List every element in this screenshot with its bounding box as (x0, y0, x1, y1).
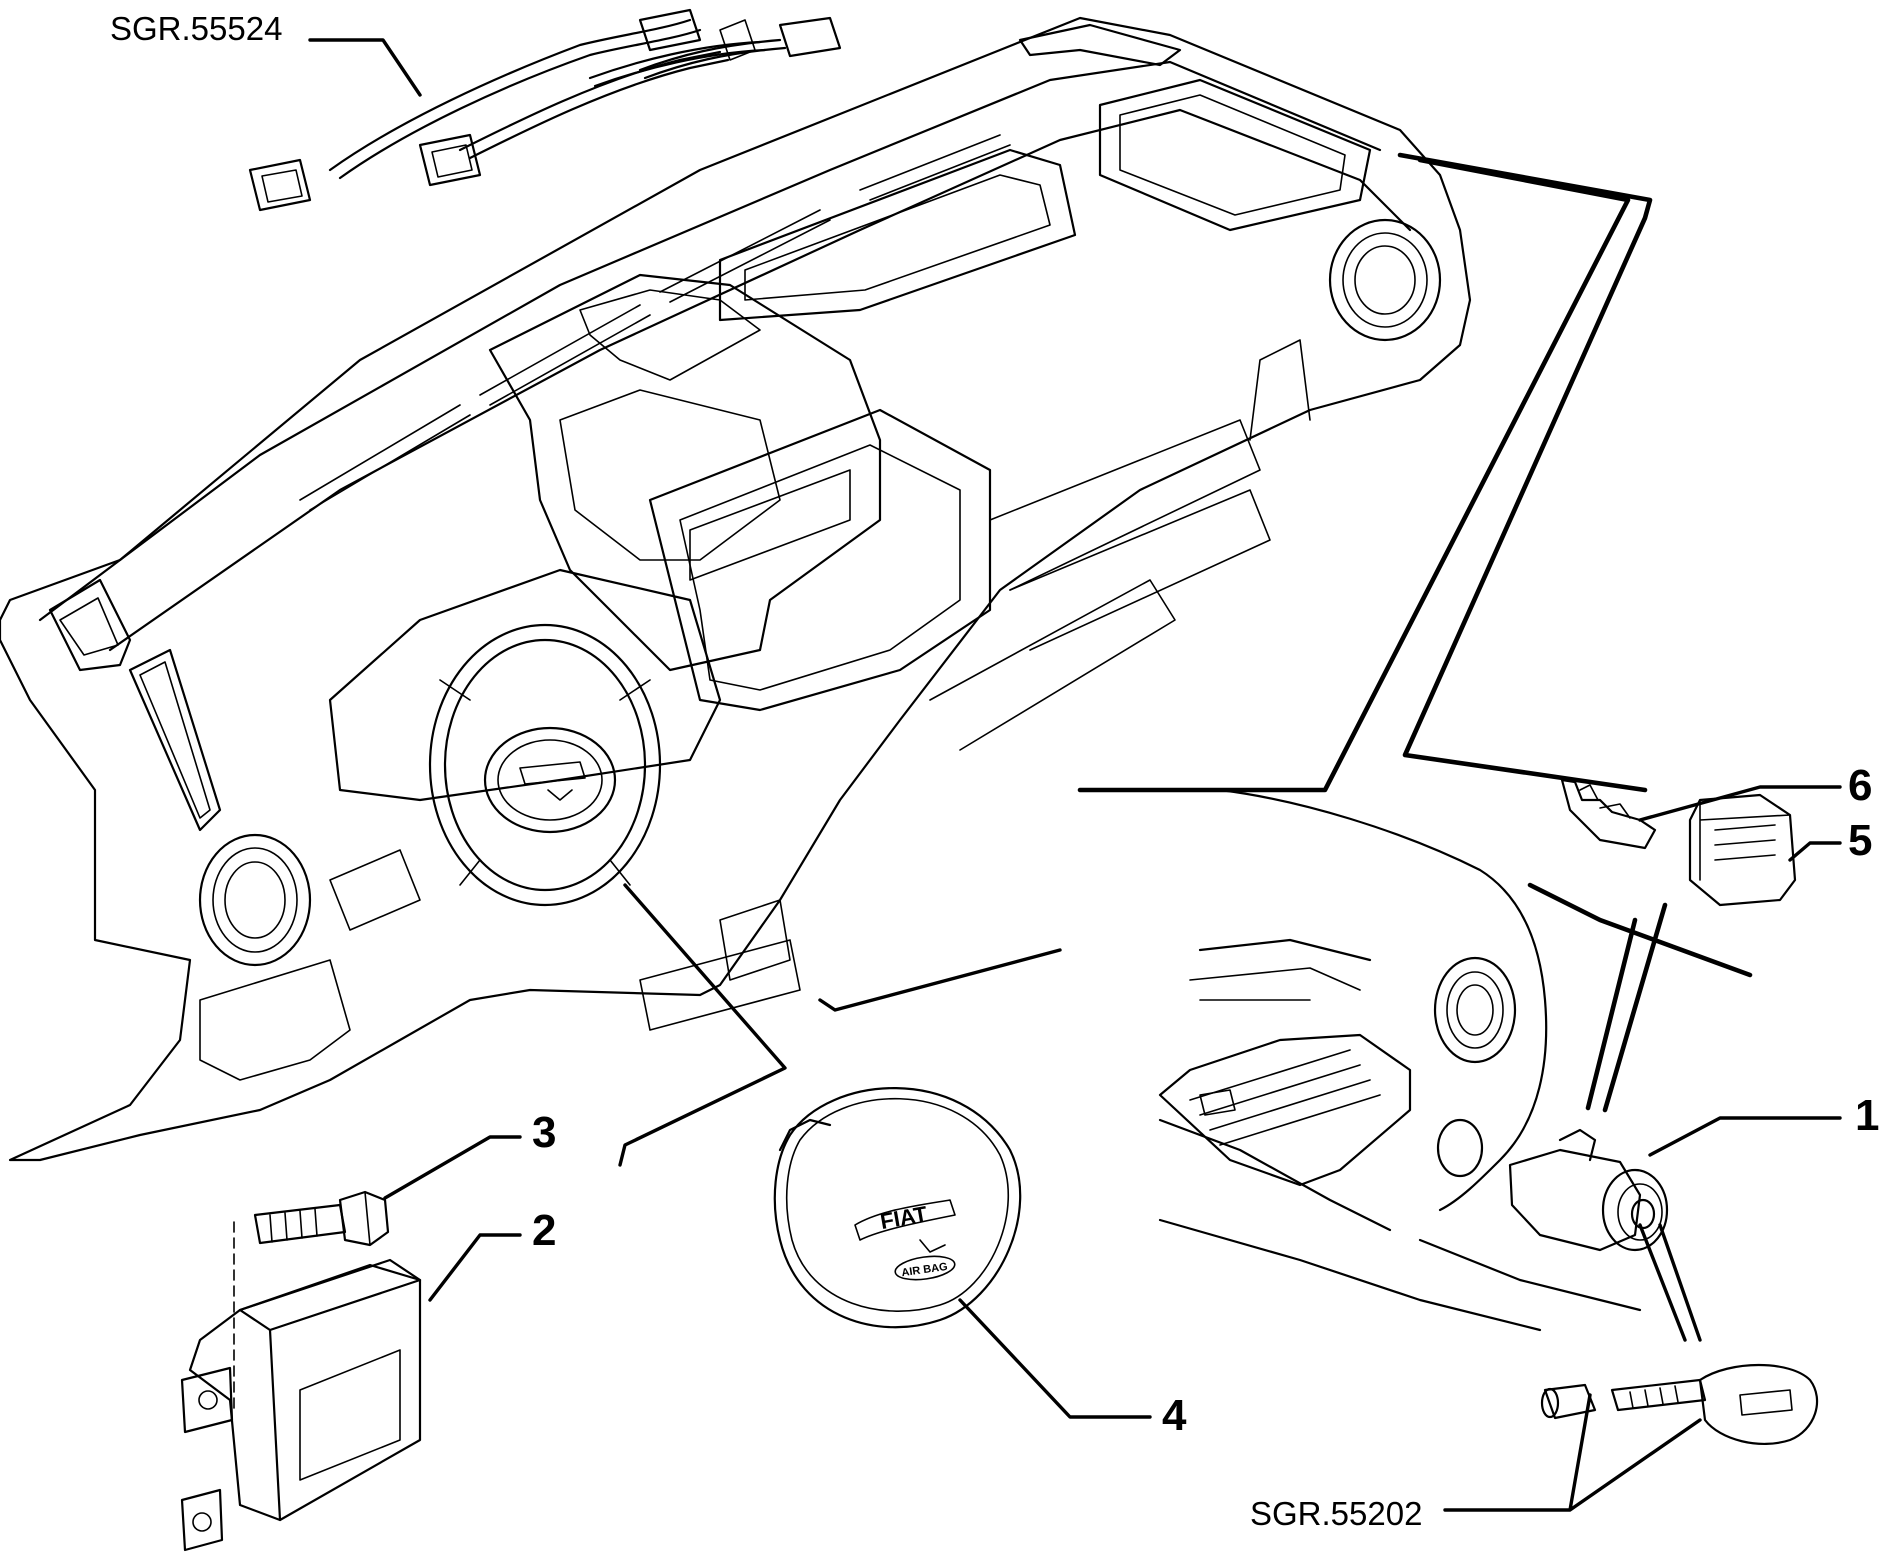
key-lock-reference-label: SGR.55202 (1250, 1495, 1422, 1532)
leader-wiring (308, 38, 422, 97)
leader-part-3 (383, 1135, 522, 1200)
callout-5: 5 (1848, 816, 1872, 865)
lock-cylinder-and-key (1540, 1363, 1819, 1445)
dashboard-detail-view (1158, 788, 1669, 1332)
callout-2: 2 (532, 1206, 556, 1255)
airbag-brand-text: FIAT (878, 1201, 929, 1234)
leader-lock-pair (1638, 1223, 1702, 1342)
leader-part-4 (958, 1298, 1152, 1419)
leader-part-1 (1648, 1116, 1842, 1157)
dashboard-assembly (0, 16, 1472, 1162)
connector-block-part-5 (1688, 793, 1797, 907)
leader-part-6 (1638, 785, 1842, 822)
leader-part-2 (428, 1233, 522, 1302)
leader-part-5 (1788, 841, 1842, 862)
leader-part-4-origin (618, 883, 787, 1167)
callout-4: 4 (1162, 1391, 1187, 1440)
leader-key-lock (1443, 1393, 1702, 1512)
callout-3: 3 (532, 1108, 556, 1157)
wiring-reference-label: SGR.55524 (110, 10, 282, 47)
wiring-harness (248, 8, 842, 212)
detail-view-brackets (818, 152, 1753, 1113)
airbag-badge-text: AIR BAG (901, 1261, 949, 1279)
airbag-control-unit (180, 1258, 422, 1552)
callout-6: 6 (1848, 761, 1872, 810)
mounting-bolt (233, 1190, 390, 1411)
callout-1: 1 (1855, 1091, 1879, 1140)
leader-lines (308, 38, 1842, 1512)
driver-airbag-module: FIAT AIR BAG (773, 1087, 1022, 1329)
